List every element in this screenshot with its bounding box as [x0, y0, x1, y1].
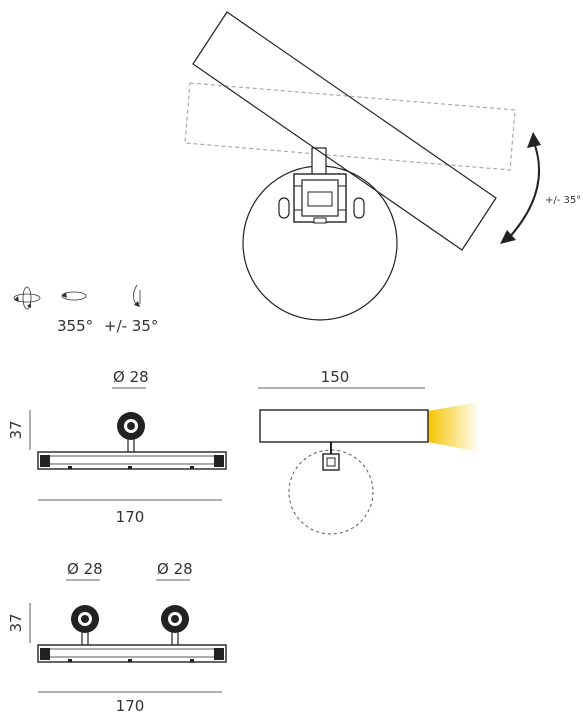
tilt-arrow-icon — [500, 132, 541, 244]
tilt-icon — [133, 284, 141, 307]
top-view-tilt-label: +/- 35° — [545, 195, 581, 206]
double-height-label: 37 — [7, 613, 25, 632]
double-spot-front-view: Ø 28 Ø 28 37 170 — [7, 560, 227, 713]
single-width-label: 170 — [116, 508, 145, 526]
top-view: +/- 35° — [184, 11, 581, 321]
side-length-label: 150 — [321, 368, 350, 386]
rotate-angle-label: 355° — [57, 317, 93, 335]
double-diameter-left-label: Ø 28 — [67, 560, 103, 578]
single-diameter-label: Ø 28 — [113, 368, 149, 386]
tilted-bar — [192, 11, 497, 251]
single-spot-front-view: Ø 28 37 170 — [7, 368, 227, 526]
rotate-tilt-combined-icon — [13, 286, 41, 310]
neutral-position-outline — [184, 82, 516, 171]
rotation-icons: 355° +/- 35° — [13, 284, 158, 335]
light-beam — [428, 402, 480, 452]
side-connector — [322, 453, 340, 471]
side-bar-body — [259, 409, 429, 443]
side-disc-outline — [288, 449, 374, 535]
double-width-label: 170 — [116, 697, 145, 713]
tilt-angle-label: +/- 35° — [104, 317, 158, 335]
single-height-label: 37 — [7, 420, 25, 439]
double-diameter-right-label: Ø 28 — [157, 560, 193, 578]
mount-bracket — [278, 173, 365, 224]
rotate-icon — [61, 291, 87, 301]
side-view: 150 — [258, 368, 480, 535]
